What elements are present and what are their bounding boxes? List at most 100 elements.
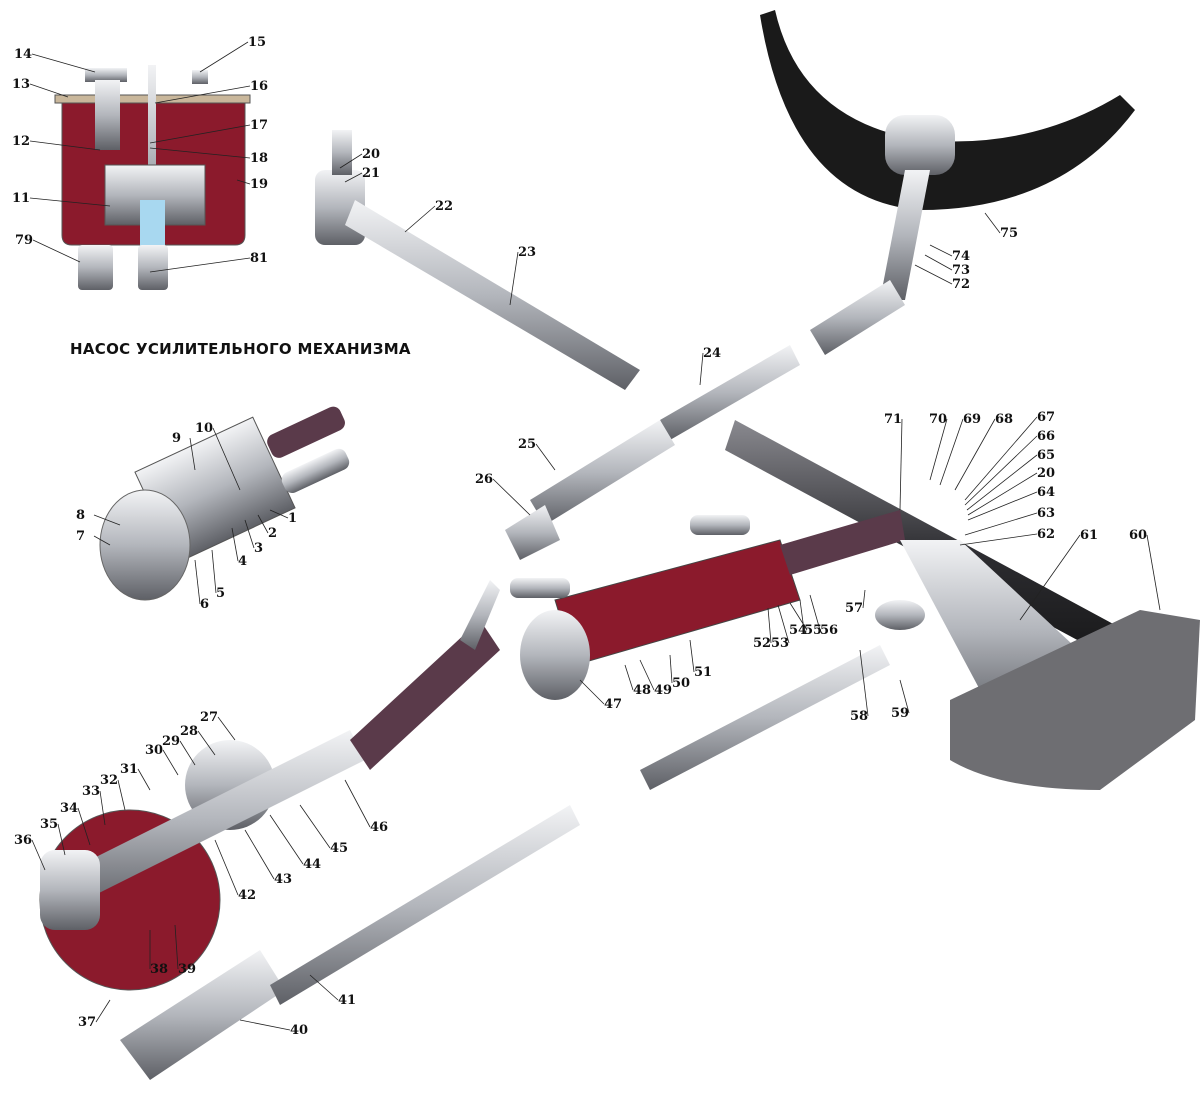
callout-number-53: 53 xyxy=(771,636,789,651)
callout-leader-line xyxy=(309,974,339,1001)
callout-leader-line xyxy=(639,659,655,691)
callout-number-22: 22 xyxy=(435,199,453,214)
callout-number-40: 40 xyxy=(290,1023,308,1038)
callout-number-65: 65 xyxy=(1037,448,1055,463)
callout-number-33: 33 xyxy=(82,784,100,799)
callout-number-63: 63 xyxy=(1037,506,1055,521)
callout-number-36: 36 xyxy=(14,833,32,848)
callout-number-37: 37 xyxy=(78,1015,96,1030)
control-valve xyxy=(99,406,350,601)
callout-number-24: 24 xyxy=(703,346,721,361)
callout-number-75: 75 xyxy=(1000,226,1018,241)
callout-number-31: 31 xyxy=(120,762,138,777)
callout-leader-line xyxy=(959,533,1038,546)
callout-number-5: 5 xyxy=(216,586,225,601)
callout-leader-line xyxy=(924,254,953,271)
callout-leader-line xyxy=(154,85,251,104)
callout-number-71: 71 xyxy=(884,412,902,427)
callout-number-3: 3 xyxy=(254,541,263,556)
callout-number-18: 18 xyxy=(250,151,268,166)
callout-leader-line xyxy=(492,478,531,516)
callout-leader-line xyxy=(93,514,121,526)
callout-leader-line xyxy=(214,839,239,896)
callout-leader-line xyxy=(939,418,964,486)
callout-leader-line xyxy=(535,443,556,471)
callout-leader-line xyxy=(244,519,255,549)
callout-leader-line xyxy=(257,514,269,534)
callout-leader-line xyxy=(269,814,304,865)
callout-number-1: 1 xyxy=(288,511,297,526)
callout-number-52: 52 xyxy=(753,636,771,651)
power-cylinder xyxy=(510,510,905,700)
callout-leader-line xyxy=(244,829,275,880)
callout-leader-line xyxy=(149,124,251,144)
tie-rod xyxy=(315,130,640,390)
callout-leader-line xyxy=(93,535,111,546)
callout-number-81: 81 xyxy=(250,251,268,266)
callout-number-39: 39 xyxy=(178,962,196,977)
callout-leader-line xyxy=(964,416,1038,501)
callout-leader-line xyxy=(179,740,196,766)
callout-leader-line xyxy=(344,779,371,828)
callout-number-50: 50 xyxy=(672,676,690,691)
callout-number-20: 20 xyxy=(1037,466,1055,481)
callout-leader-line xyxy=(95,999,111,1023)
callout-leader-line xyxy=(217,716,236,741)
callout-number-45: 45 xyxy=(330,841,348,856)
callout-leader-line xyxy=(231,527,239,562)
callout-leader-line xyxy=(189,437,196,471)
callout-number-72: 72 xyxy=(952,277,970,292)
callout-number-20: 20 xyxy=(362,147,380,162)
callout-leader-line xyxy=(404,205,436,233)
callout-number-12: 12 xyxy=(12,134,30,149)
steering-gear xyxy=(39,580,580,1080)
callout-leader-line xyxy=(339,153,363,169)
callout-number-46: 46 xyxy=(370,820,388,835)
callout-number-32: 32 xyxy=(100,773,118,788)
callout-leader-line xyxy=(57,823,66,856)
callout-number-49: 49 xyxy=(654,683,672,698)
callout-leader-line xyxy=(162,749,179,776)
callout-number-41: 41 xyxy=(338,993,356,1008)
callout-number-14: 14 xyxy=(14,47,32,62)
callout-number-60: 60 xyxy=(1129,528,1147,543)
callout-leader-line xyxy=(199,41,249,73)
callout-leader-line xyxy=(211,549,217,594)
callout-number-17: 17 xyxy=(250,118,268,133)
callout-leader-line xyxy=(767,607,772,644)
callout-leader-line xyxy=(899,679,910,714)
callout-leader-line xyxy=(194,559,201,605)
callout-number-42: 42 xyxy=(238,888,256,903)
callout-leader-line xyxy=(236,179,251,185)
callout-number-28: 28 xyxy=(180,724,198,739)
callout-number-10: 10 xyxy=(195,421,213,436)
callout-leader-line xyxy=(859,649,869,717)
callout-leader-line xyxy=(269,509,289,519)
callout-number-8: 8 xyxy=(76,508,85,523)
callout-leader-line xyxy=(1146,534,1161,611)
steering-wheel xyxy=(760,10,1135,210)
callout-leader-line xyxy=(699,352,704,386)
callout-leader-line xyxy=(929,418,948,481)
pump-caption: НАСОС УСИЛИТЕЛЬНОГО МЕХАНИЗМА xyxy=(70,340,411,358)
callout-number-64: 64 xyxy=(1037,485,1055,500)
callout-number-48: 48 xyxy=(633,683,651,698)
callout-leader-line xyxy=(239,1019,291,1031)
callout-leader-line xyxy=(789,602,808,631)
callout-number-61: 61 xyxy=(1080,528,1098,543)
callout-number-35: 35 xyxy=(40,817,58,832)
callout-leader-line xyxy=(579,679,605,705)
callout-number-47: 47 xyxy=(604,697,622,712)
callout-leader-line xyxy=(197,730,216,756)
callout-number-4: 4 xyxy=(238,554,247,569)
callout-leader-line xyxy=(967,491,1038,521)
callout-leader-line xyxy=(899,418,903,511)
steering-arm-bracket xyxy=(640,540,1200,790)
callout-leader-line xyxy=(77,807,91,846)
callout-leader-line xyxy=(914,264,953,285)
callout-number-21: 21 xyxy=(362,166,380,181)
callout-number-29: 29 xyxy=(162,734,180,749)
